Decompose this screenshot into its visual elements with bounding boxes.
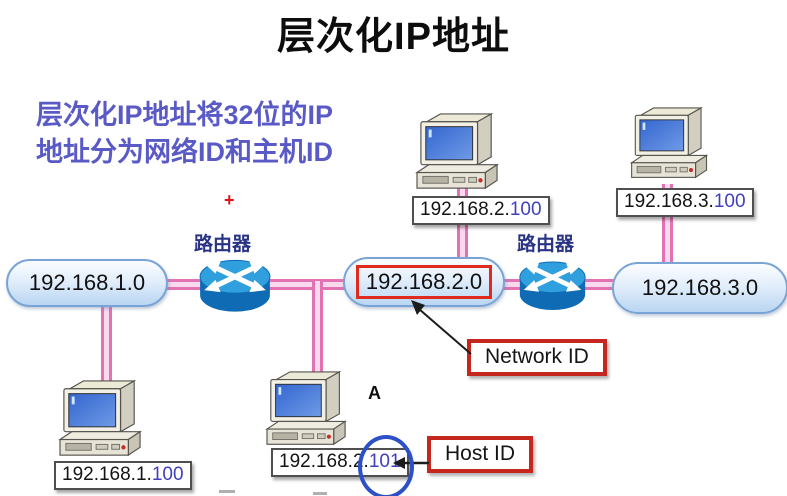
- ip-host-part: 100: [713, 191, 746, 212]
- network-3-address: 192.168.3.0: [641, 275, 759, 300]
- network-oval-3: 192.168.3.0: [612, 262, 787, 314]
- network-id-highlight-box: 192.168.2.0: [355, 265, 493, 299]
- page-title: 层次化IP地址: [277, 16, 510, 58]
- ip-prefix: 192.168.2.: [279, 451, 369, 472]
- network-id-callout: Network ID: [467, 339, 607, 376]
- bottom-edge-mark: [313, 492, 327, 495]
- host-a-name: A: [368, 383, 381, 403]
- host-id-circle: [358, 435, 414, 496]
- router-icon: [516, 257, 589, 315]
- router-icon: [196, 255, 274, 317]
- router-left-label: 路由器: [194, 234, 252, 255]
- cable-top-right-host: [662, 184, 673, 268]
- ip-host-part: 100: [151, 464, 184, 485]
- computer-icon: [413, 112, 503, 194]
- bottom-edge-mark: [219, 490, 235, 493]
- cable-bottom-middle-host: [312, 281, 323, 377]
- host-ip-label-top-middle: 192.168.2.100: [412, 196, 550, 225]
- description-line-1: 层次化IP地址将32位的IP: [36, 100, 334, 130]
- ip-host-part: 100: [509, 199, 542, 220]
- router-right-label: 路由器: [517, 234, 575, 255]
- ip-prefix: 192.168.2.: [420, 199, 510, 220]
- description-line-2: 地址分为网络ID和主机ID: [36, 137, 333, 167]
- computer-icon: [56, 379, 146, 461]
- host-ip-label-top-right: 192.168.3.100: [616, 188, 754, 217]
- host-id-callout: Host ID: [427, 436, 534, 473]
- network-oval-1: 192.168.1.0: [6, 259, 168, 307]
- cable-bottom-left-host: [101, 298, 112, 386]
- ip-prefix: 192.168.3.: [624, 191, 714, 212]
- ip-prefix: 192.168.1.: [62, 464, 152, 485]
- host-ip-label-bottom-left: 192.168.1.100: [54, 461, 192, 490]
- network-2-address: 192.168.2.0: [365, 269, 483, 294]
- description-text: 层次化IP地址将32位的IP 地址分为网络ID和主机ID: [36, 97, 333, 171]
- computer-icon: [628, 106, 712, 183]
- computer-icon: [262, 370, 352, 450]
- network-oval-2: 192.168.2.0: [343, 257, 505, 307]
- plus-marker: +: [224, 190, 235, 210]
- network-1-address: 192.168.1.0: [28, 270, 146, 295]
